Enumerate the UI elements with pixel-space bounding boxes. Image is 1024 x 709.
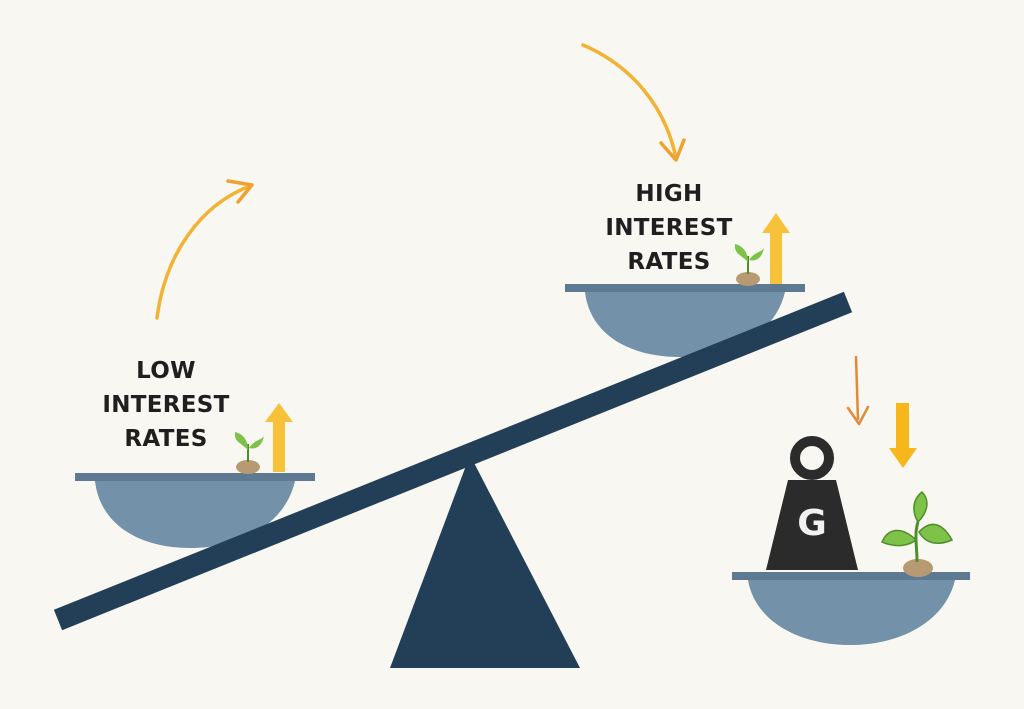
sprout-icon-weight bbox=[881, 490, 954, 577]
sprout-icon-high bbox=[734, 244, 764, 286]
scale-pan-weight bbox=[732, 572, 970, 645]
curved-arrow-left-head bbox=[226, 179, 254, 204]
down-arrow-icon-orange bbox=[846, 355, 870, 426]
high-interest-rates-label: HIGH INTEREST RATES bbox=[592, 177, 746, 279]
high-label-line-1: HIGH bbox=[635, 181, 703, 207]
sprout-icon-low bbox=[234, 432, 264, 474]
low-label-line-3: RATES bbox=[124, 426, 208, 452]
curved-arrow-right-icon bbox=[581, 43, 678, 160]
scale-pan-high bbox=[565, 284, 805, 357]
low-label-line-1: LOW bbox=[136, 358, 196, 384]
scale-pan-low bbox=[75, 473, 315, 548]
high-label-line-3: RATES bbox=[627, 249, 711, 275]
seesaw-beam bbox=[53, 291, 853, 631]
up-arrow-icon-high bbox=[762, 213, 790, 284]
fulcrum bbox=[390, 455, 580, 668]
down-arrow-icon-yellow bbox=[889, 403, 917, 468]
weight-icon bbox=[766, 436, 858, 570]
low-label-line-2: INTEREST bbox=[102, 392, 230, 418]
high-label-line-2: INTEREST bbox=[605, 215, 733, 241]
low-interest-rates-label: LOW INTEREST RATES bbox=[96, 354, 236, 456]
weight-letter: G bbox=[797, 503, 827, 544]
up-arrow-icon-low bbox=[265, 403, 293, 472]
curved-arrow-right-head bbox=[659, 138, 686, 162]
curved-arrow-left-icon bbox=[155, 184, 252, 320]
